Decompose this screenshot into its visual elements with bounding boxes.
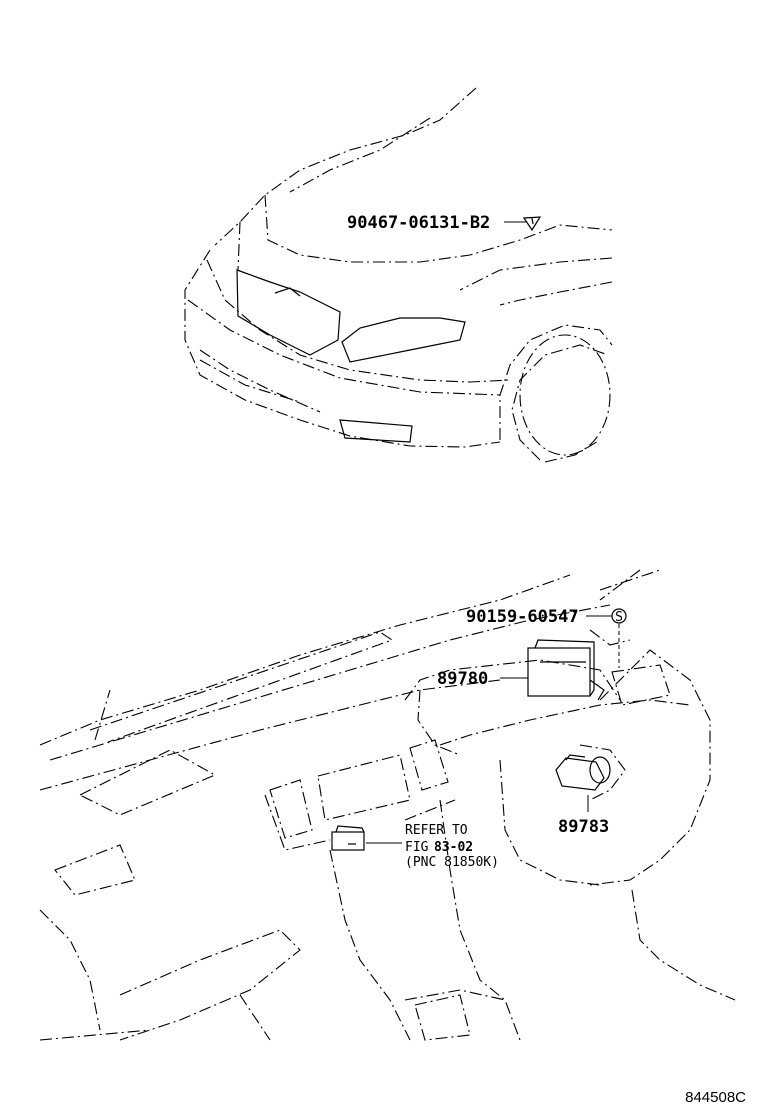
label-89780: 89780 — [437, 669, 488, 689]
part-89780-module — [527, 639, 605, 701]
refer-to-text: REFER TO — [405, 823, 468, 838]
refer-pnc-text: (PNC 81850K) — [405, 855, 499, 870]
dashboard-illustration — [39, 569, 736, 1041]
refer-fig-number: 83-02 — [434, 840, 473, 855]
leader-lines — [366, 221, 612, 844]
car-front-illustration — [184, 87, 613, 463]
part-connector — [331, 825, 365, 851]
refer-fig-prefix: FIG — [405, 840, 429, 855]
part-89783-sensor — [555, 754, 611, 791]
label-90467-06131-b2: 90467-06131-B2 — [347, 213, 490, 233]
label-89783: 89783 — [558, 817, 609, 837]
screw-symbol: S — [611, 608, 627, 668]
diagram-code: 844508C — [685, 1089, 746, 1106]
label-90159-60547: 90159-60547 — [466, 607, 579, 627]
screw-symbol-letter: S — [615, 610, 623, 625]
clip-symbol — [522, 216, 542, 232]
